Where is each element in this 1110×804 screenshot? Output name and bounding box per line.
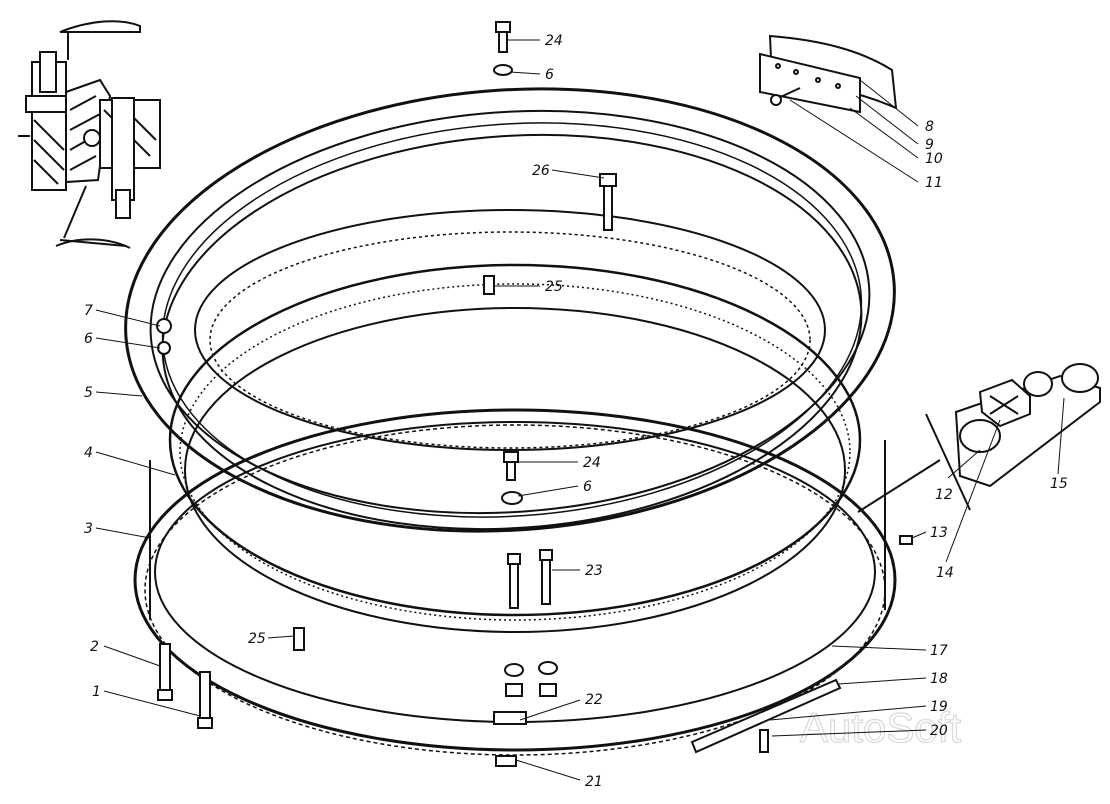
- callout-9: 9: [925, 137, 934, 153]
- callout-21: 21: [585, 774, 603, 790]
- callout-18: 18: [930, 671, 948, 687]
- callout-26: 26: [532, 163, 550, 179]
- leader-lines: [95, 39, 1065, 781]
- callout-12: 12: [935, 487, 953, 503]
- callout-23: 23: [585, 563, 603, 579]
- callout-3: 3: [84, 521, 93, 537]
- callout-22: 22: [585, 692, 603, 708]
- callout-14: 14: [936, 565, 954, 581]
- upper-ring: [124, 87, 896, 533]
- watermark: AutoSoft: [800, 704, 961, 751]
- callout-6-middle: 6: [583, 479, 592, 495]
- fasteners: [156, 21, 913, 767]
- callout-15: 15: [1050, 476, 1068, 492]
- bracket-strip: [690, 678, 842, 754]
- callout-11: 11: [925, 175, 943, 191]
- callout-5: 5: [84, 385, 93, 401]
- callout-6-left: 6: [84, 331, 93, 347]
- callout-20: 20: [930, 723, 948, 739]
- callout-19: 19: [930, 699, 948, 715]
- callout-10: 10: [925, 151, 943, 167]
- callout-labels: 1 2 3 4 5 6 6 6 7 8 9 10 11 12 13 14 15 …: [84, 33, 1068, 790]
- callout-25-upper: 25: [545, 279, 563, 295]
- callout-24-top: 24: [545, 33, 563, 49]
- cross-section-inset: [18, 20, 161, 249]
- callout-13: 13: [930, 525, 948, 541]
- callout-8: 8: [925, 119, 934, 135]
- callout-6-top: 6: [545, 67, 554, 83]
- callout-7: 7: [84, 303, 93, 319]
- callout-25-lower: 25: [248, 631, 266, 647]
- callout-17: 17: [930, 643, 948, 659]
- wear-strip-assembly: [759, 34, 898, 114]
- callout-2: 2: [90, 639, 99, 655]
- gear-ring: [168, 209, 862, 633]
- callout-24-middle: 24: [583, 455, 601, 471]
- callout-4: 4: [84, 445, 93, 461]
- callout-1: 1: [92, 684, 101, 700]
